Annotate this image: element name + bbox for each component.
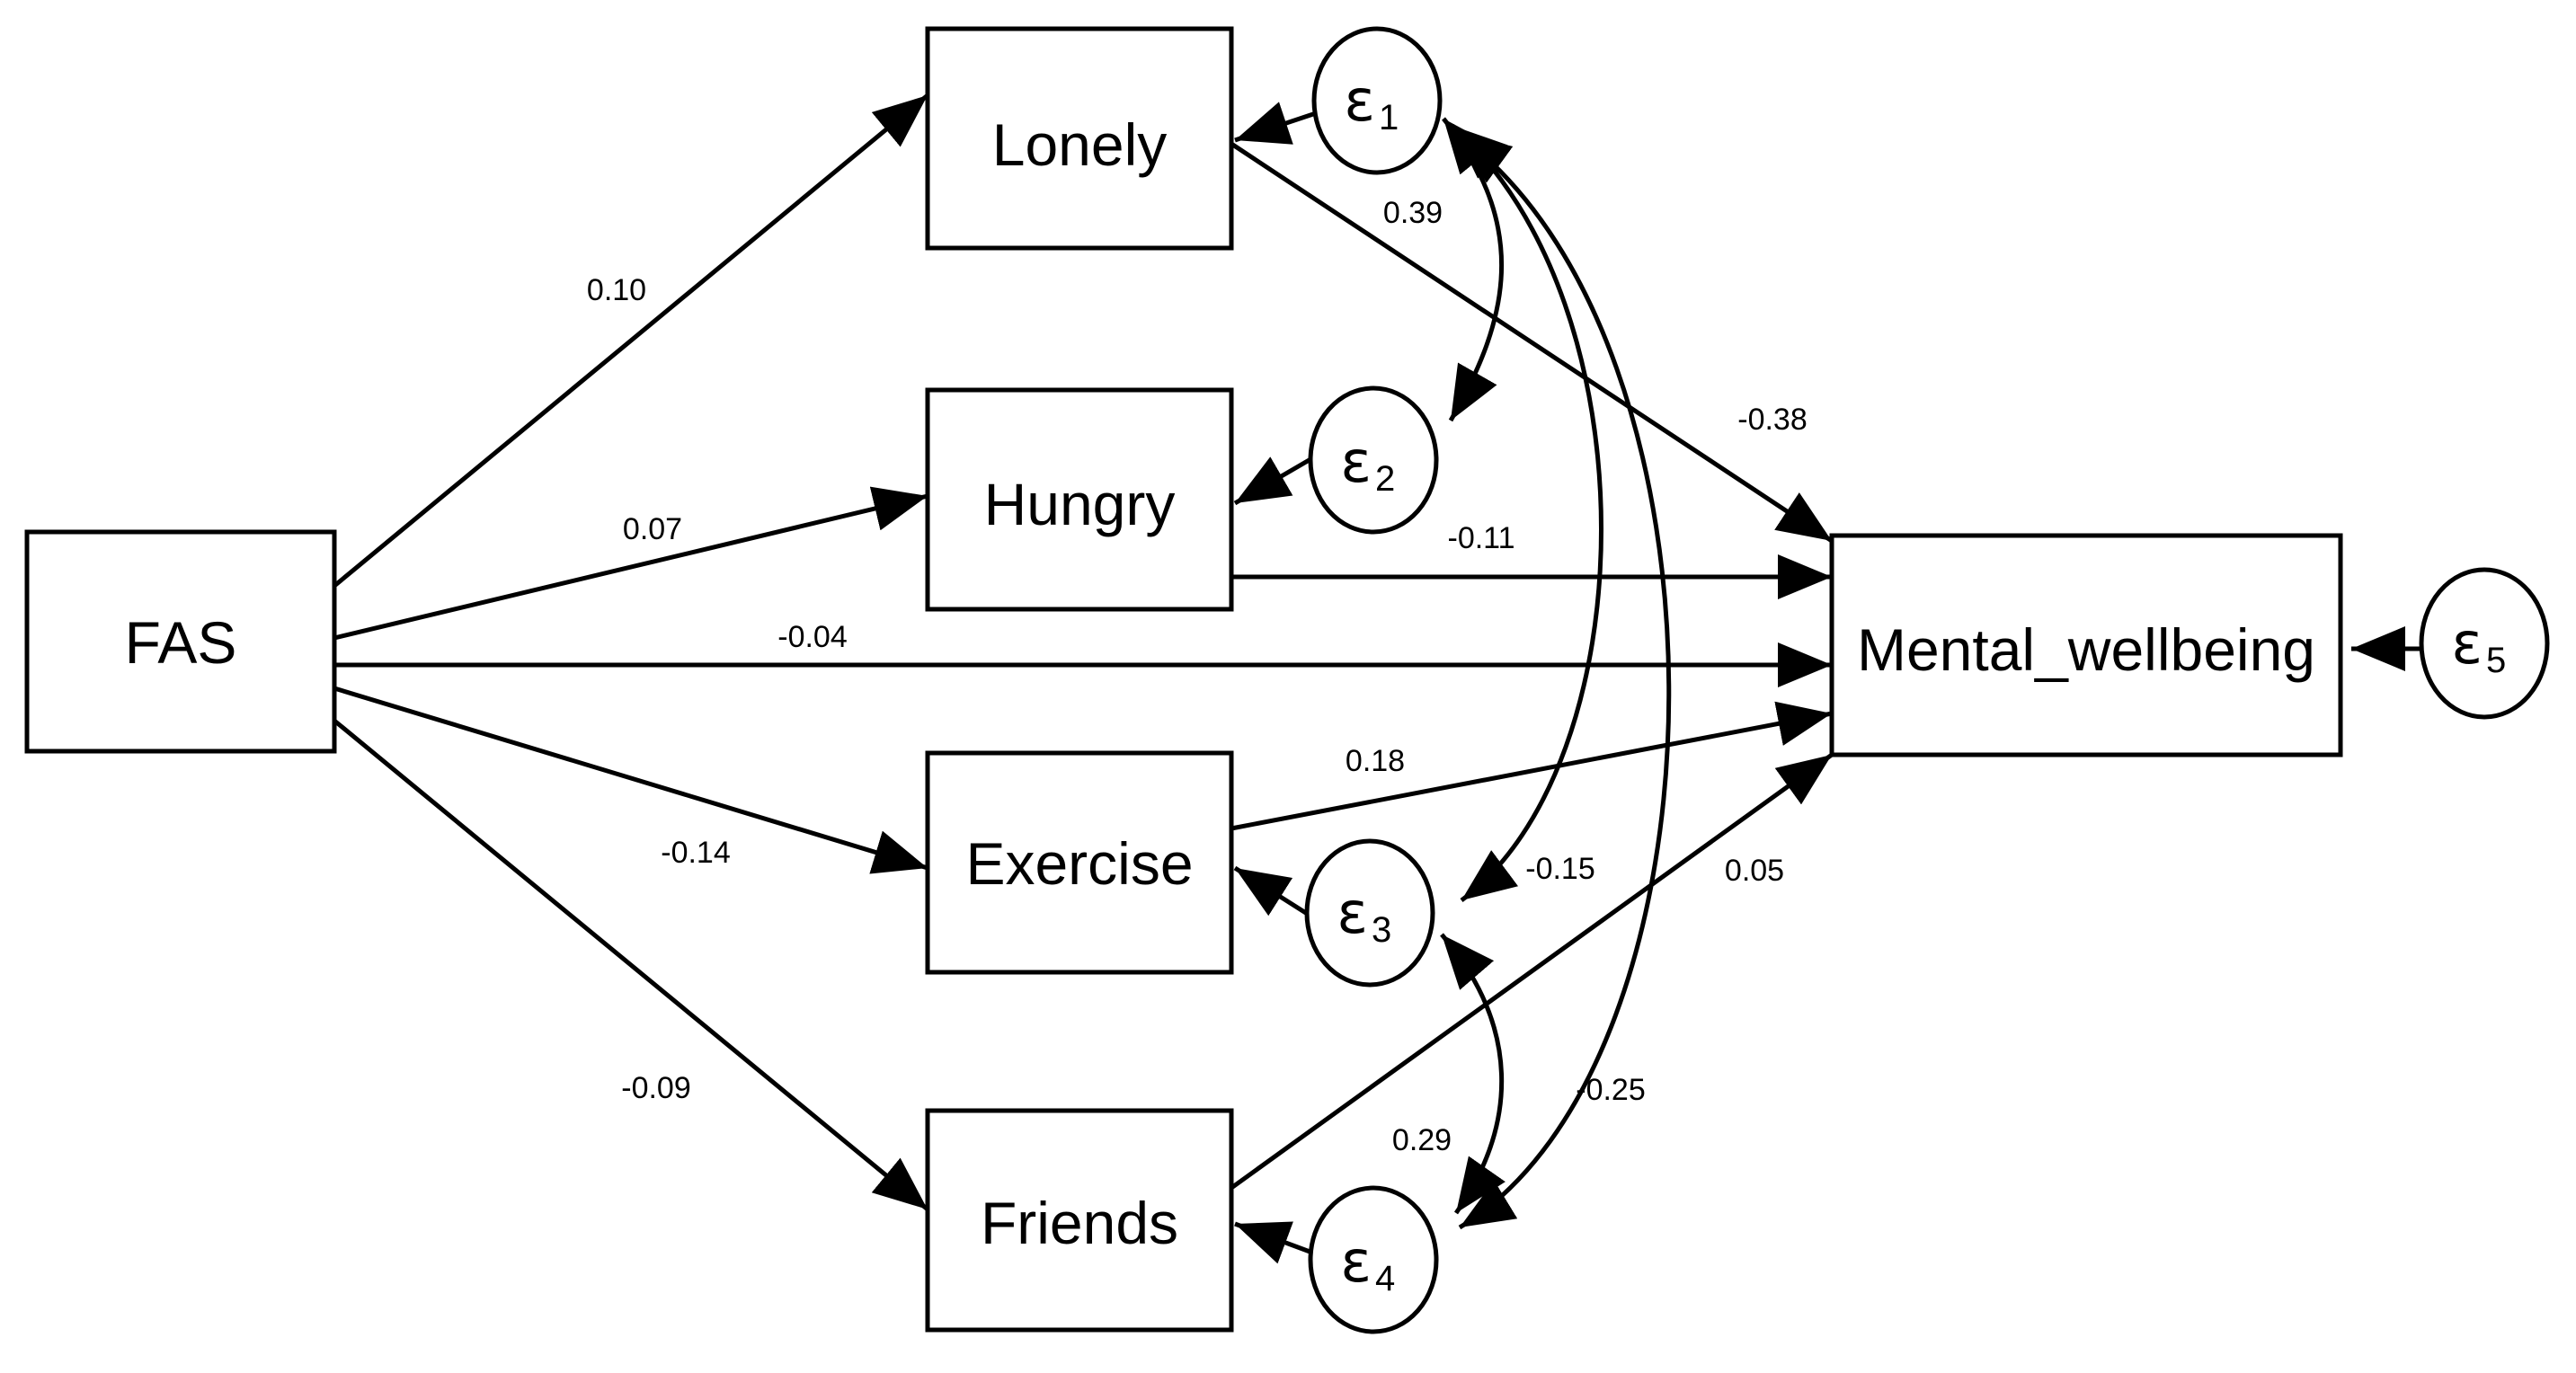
node-fas-label: FAS — [125, 609, 237, 676]
arrow-fas-friends — [333, 719, 929, 1211]
error-e5-symbol: ε — [2451, 611, 2483, 678]
cov-label-e1-e3: -0.15 — [1525, 852, 1595, 886]
error-e2: ε 2 — [1308, 385, 1439, 535]
coef-lonely-mental: -0.38 — [1737, 403, 1808, 437]
error-e4: ε 4 — [1308, 1185, 1439, 1334]
node-mental-wellbeing-label: Mental_wellbeing — [1857, 616, 2315, 683]
cov-e1-e3 — [1451, 124, 1603, 903]
path-arrows — [333, 93, 2421, 1264]
error-e1: ε 1 — [1311, 26, 1443, 175]
node-friends-label: Friends — [981, 1190, 1178, 1256]
error-e2-symbol: ε — [1340, 430, 1372, 496]
coef-hungry-mental: -0.11 — [1448, 521, 1515, 555]
coef-friends-mental: 0.05 — [1725, 854, 1784, 888]
node-hungry-label: Hungry — [984, 471, 1176, 537]
node-exercise: Exercise — [925, 750, 1234, 975]
covariance-labels: 0.39 -0.15 -0.25 0.29 — [1383, 196, 1646, 1157]
arrow-e2-hungry — [1233, 456, 1314, 506]
arrow-exercise-mental — [1230, 701, 1833, 831]
node-lonely-label: Lonely — [992, 111, 1168, 178]
coef-fas-mental: -0.04 — [777, 620, 848, 654]
cov-e3-e4 — [1440, 933, 1506, 1215]
cov-label-e3-e4: 0.29 — [1392, 1123, 1452, 1157]
path-coefficients: 0.10 0.07 -0.04 -0.14 -0.09 -0.38 -0.11 … — [587, 273, 1808, 1105]
error-e4-symbol: ε — [1340, 1229, 1372, 1296]
error-e2-subscript: 2 — [1375, 459, 1395, 499]
error-e1-symbol: ε — [1344, 68, 1375, 135]
covariance-curves — [1440, 117, 1672, 1230]
node-fas: FAS — [24, 529, 337, 754]
arrow-friends-mental — [1230, 752, 1834, 1191]
coef-fas-friends: -0.09 — [621, 1071, 691, 1105]
arrow-fas-exercise — [333, 686, 928, 874]
error-e3-symbol: ε — [1337, 881, 1368, 947]
arrow-e4-friends — [1234, 1221, 1313, 1264]
cov-label-e1-e2: 0.39 — [1383, 196, 1443, 230]
arrow-lonely-mental — [1230, 141, 1834, 544]
coef-fas-lonely: 0.10 — [587, 273, 646, 307]
arrow-e3-exercise — [1233, 865, 1310, 917]
cov-label-e1-e4: -0.25 — [1576, 1073, 1646, 1107]
node-lonely: Lonely — [925, 26, 1234, 251]
error-e5: ε 5 — [2419, 567, 2550, 720]
arrow-fas-lonely — [333, 93, 929, 588]
arrow-fas-hungry — [333, 486, 928, 641]
error-e3: ε 3 — [1304, 838, 1435, 988]
coef-fas-hungry: 0.07 — [623, 512, 682, 546]
node-mental-wellbeing: Mental_wellbeing — [1829, 533, 2343, 757]
arrow-e1-lonely — [1234, 102, 1317, 145]
error-e3-subscript: 3 — [1372, 910, 1391, 950]
error-e4-subscript: 4 — [1375, 1259, 1395, 1298]
cov-e1-e4 — [1454, 130, 1672, 1230]
node-friends: Friends — [925, 1108, 1234, 1333]
coef-fas-exercise: -0.14 — [661, 836, 731, 870]
coef-exercise-mental: 0.18 — [1346, 744, 1405, 778]
error-e1-subscript: 1 — [1379, 98, 1399, 137]
node-exercise-label: Exercise — [965, 830, 1193, 897]
node-hungry: Hungry — [925, 387, 1234, 612]
error-e5-subscript: 5 — [2486, 641, 2506, 680]
